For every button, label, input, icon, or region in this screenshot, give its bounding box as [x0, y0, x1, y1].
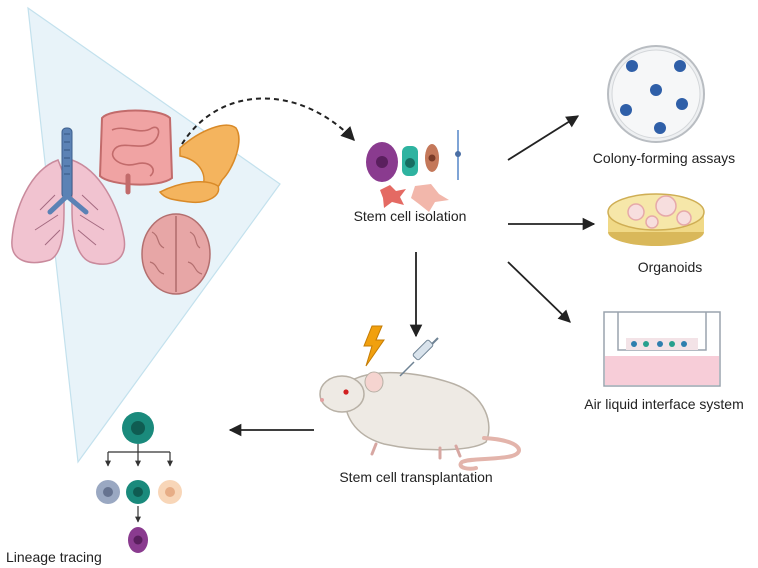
air-liquid-insert — [603, 311, 721, 387]
trachea — [47, 127, 89, 215]
label-colony-forming: Colony-forming assays — [593, 150, 735, 166]
brain-organ — [141, 213, 211, 295]
label-stem-cell-isolation: Stem cell isolation — [354, 208, 467, 224]
syringe-icon — [399, 337, 439, 377]
label-lineage-tracing: Lineage tracing — [6, 549, 102, 565]
lung-organ — [11, 158, 126, 265]
label-organoids: Organoids — [638, 259, 703, 275]
arrow-to-air-liquid — [507, 261, 571, 323]
lightning-icon — [363, 325, 385, 367]
organoid-dish — [607, 193, 705, 246]
dashed-arrow-to-isolation — [181, 97, 355, 145]
lineage-tree — [96, 412, 182, 553]
intestine-organ — [98, 109, 174, 195]
arrow-to-colony — [507, 115, 580, 161]
pancreas-organ — [158, 124, 240, 204]
colony-petri-dish — [607, 45, 705, 143]
mouse-recipient — [319, 371, 521, 471]
label-air-liquid: Air liquid interface system — [584, 396, 744, 412]
isolated-stem-cells — [366, 130, 461, 212]
label-transplantation: Stem cell transplantation — [339, 469, 492, 485]
